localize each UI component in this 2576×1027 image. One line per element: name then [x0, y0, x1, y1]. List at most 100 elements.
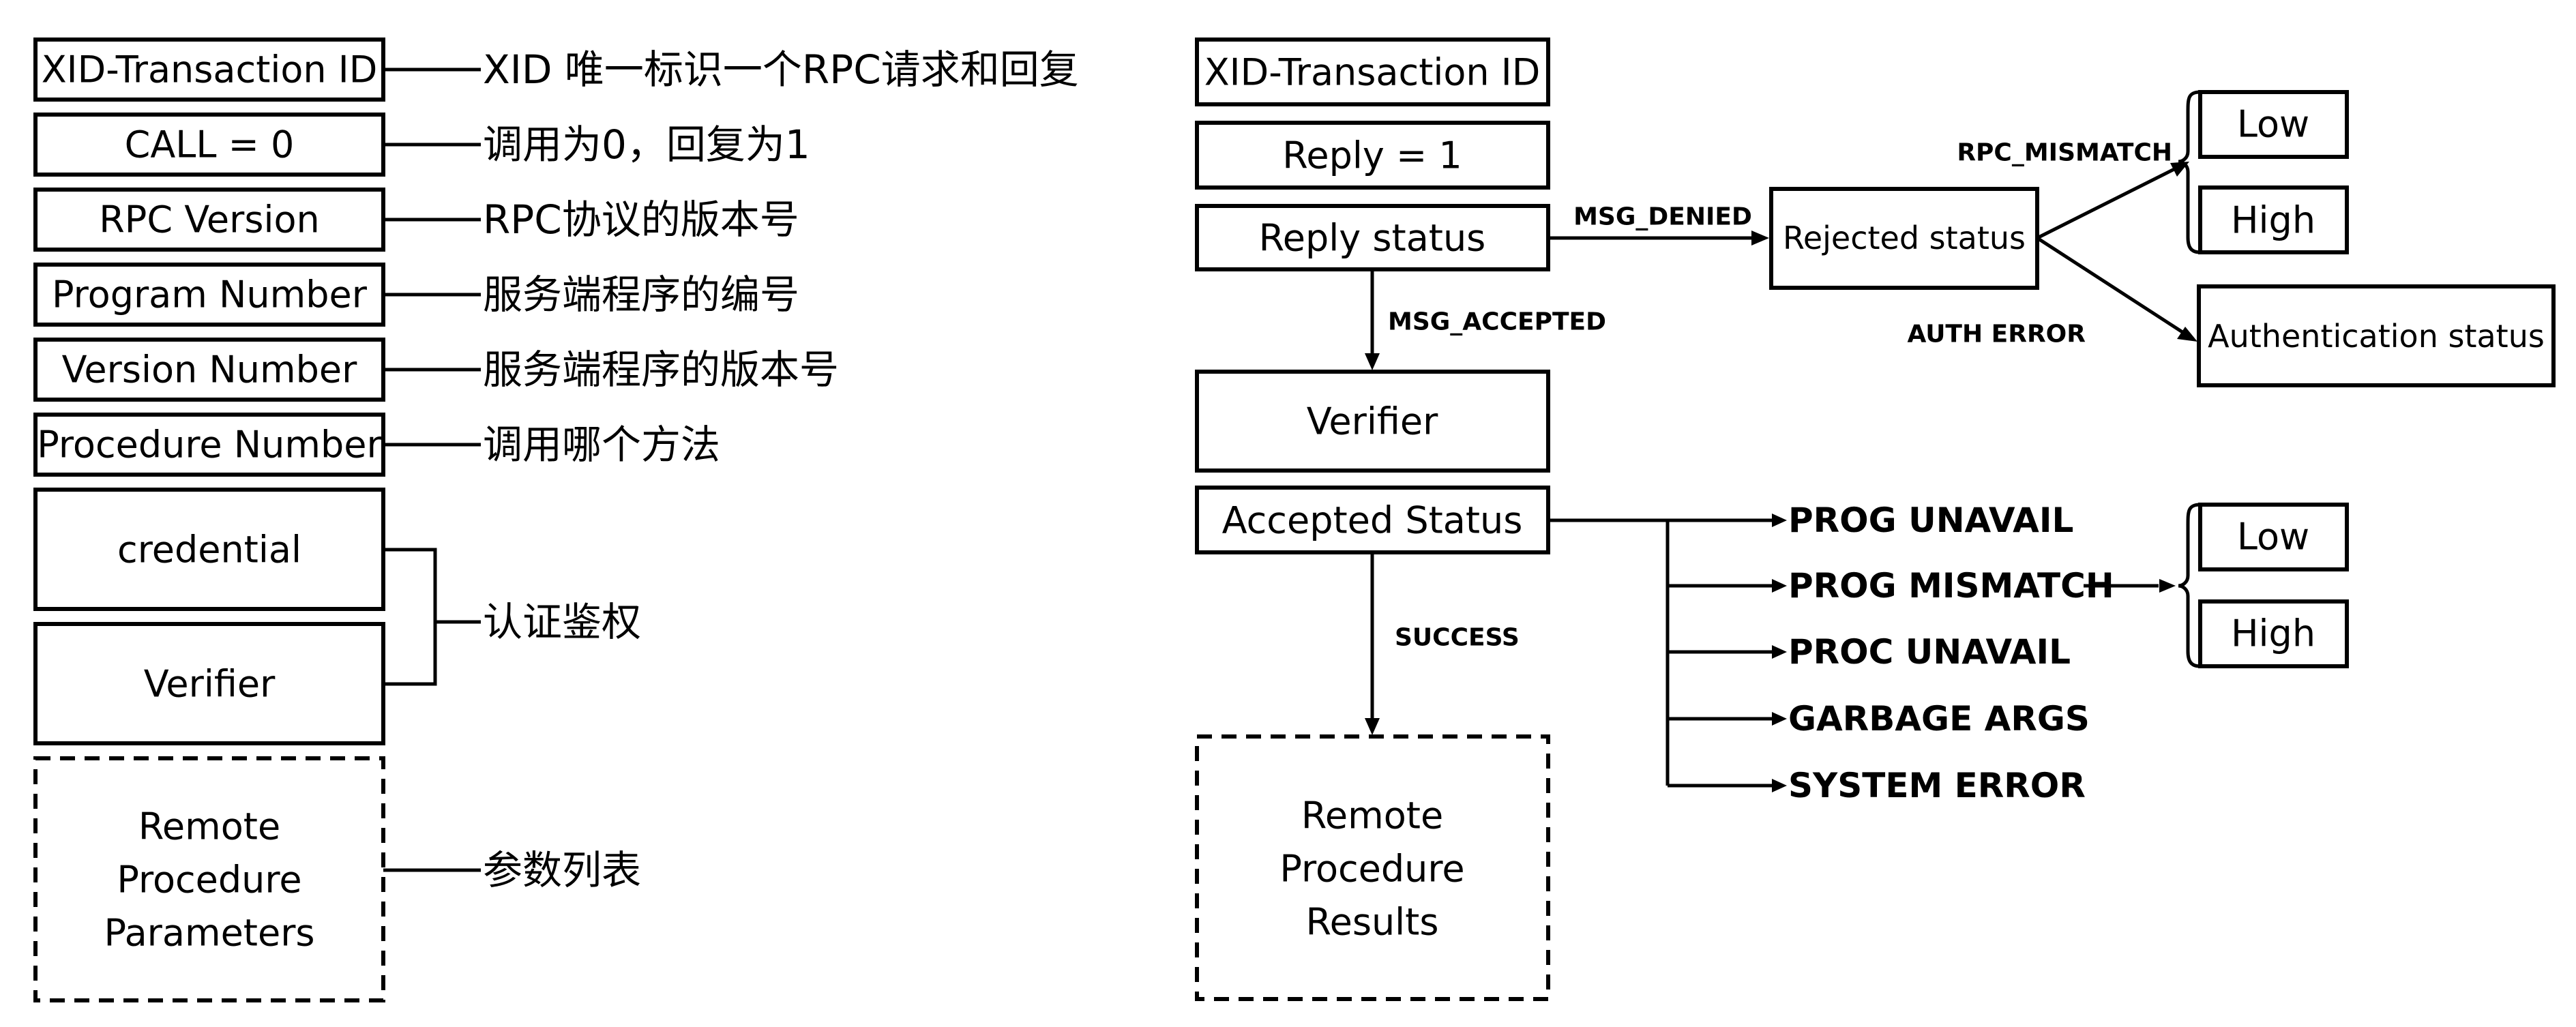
- reply-message: XID-Transaction ID Reply = 1 Reply statu…: [1195, 38, 2556, 1001]
- rpc-mismatch-brace: [2178, 90, 2201, 254]
- msg-denied-branch: MSG_DENIED: [1548, 203, 1769, 245]
- auth-error-label: AUTH ERROR: [1907, 321, 2086, 348]
- rpc-mismatch-branch: RPC_MISMATCH: [1957, 90, 2201, 254]
- prog-mismatch-arrowhead: [2159, 579, 2176, 593]
- call-params-line-1: Remote: [138, 805, 280, 848]
- accept-code-system-error: SYSTEM ERROR: [1788, 766, 2086, 805]
- call-field-procedure-number-label: Procedure Number: [37, 423, 382, 466]
- reply-field-xid-box: [1195, 38, 1550, 106]
- call-field-xid-box: [33, 38, 385, 102]
- reply-field-verifier: Verifier: [1195, 370, 1550, 473]
- prog-mismatch-low-label: Low: [2237, 516, 2309, 559]
- rpc-mismatch-high-box: [2198, 185, 2349, 254]
- prog-mismatch-branch: [2084, 503, 2201, 668]
- auth-error-branch: AUTH ERROR: [1907, 236, 2197, 348]
- reply-field-reply-box: [1195, 121, 1550, 190]
- call-field-verifier-label: Verifier: [144, 663, 276, 706]
- call-field-rpc-version-box: [33, 188, 385, 252]
- reply-field-xid: XID-Transaction ID: [1195, 38, 1550, 106]
- call-field-rpc-version-note: RPC协议的版本号: [483, 196, 799, 243]
- reply-results-line-2: Procedure: [1279, 848, 1464, 891]
- auth-error-arrowhead: [2177, 327, 2197, 342]
- call-field-call-note: 调用为0，回复为1: [483, 121, 810, 168]
- call-field-version-number-label: Version Number: [62, 348, 357, 391]
- call-field-call-box: [33, 113, 385, 177]
- reply-results-line-1: Remote: [1301, 794, 1443, 837]
- call-field-verifier-box: [33, 622, 385, 745]
- msg-denied-arrowhead: [1751, 230, 1769, 245]
- reply-results-box: [1195, 734, 1550, 1001]
- call-field-xid-label: XID-Transaction ID: [42, 48, 378, 91]
- auth-error-arrow-line: [2036, 236, 2184, 334]
- prog-mismatch-low-box: [2198, 503, 2349, 571]
- reply-results: Remote Procedure Results: [1195, 734, 1550, 1001]
- call-field-rpc-version: RPC Version RPC协议的版本号: [33, 188, 799, 252]
- call-field-procedure-number: Procedure Number 调用哪个方法: [33, 413, 720, 477]
- rpc-mismatch-low-box: [2198, 90, 2349, 159]
- call-params-line-2: Procedure: [117, 859, 301, 902]
- accept-codes-tree: PROG UNAVAIL PROG MISMATCH PROC UNAVAIL …: [1548, 501, 2114, 805]
- reply-field-verifier-label: Verifier: [1307, 400, 1438, 443]
- reply-field-status: Reply status: [1195, 204, 1550, 271]
- msg-denied-label: MSG_DENIED: [1573, 203, 1752, 231]
- call-field-program-number-box: [33, 263, 385, 327]
- call-field-program-number: Program Number 服务端程序的编号: [33, 263, 799, 327]
- call-field-version-number-note: 服务端程序的版本号: [483, 346, 839, 393]
- msg-accepted-branch: MSG_ACCEPTED: [1365, 269, 1606, 370]
- auth-bracket: 认证鉴权: [383, 548, 641, 686]
- call-params-line-3: Parameters: [104, 912, 314, 955]
- prog-mismatch-high: High: [2198, 599, 2349, 668]
- authentication-status: Authentication status: [2197, 284, 2556, 387]
- call-field-verifier: Verifier: [33, 622, 385, 745]
- success-branch: SUCCESS: [1365, 552, 1520, 735]
- rpc-mismatch-label: RPC_MISMATCH: [1957, 139, 2172, 167]
- authentication-status-label: Authentication status: [2208, 318, 2545, 355]
- reply-field-status-label: Reply status: [1259, 217, 1486, 260]
- prog-mismatch-high-label: High: [2231, 612, 2315, 655]
- call-params: Remote Procedure Parameters 参数列表: [33, 756, 641, 1002]
- call-params-note: 参数列表: [483, 847, 641, 893]
- call-field-call-label: CALL = 0: [125, 123, 295, 166]
- prog-mismatch-low: Low: [2198, 503, 2349, 571]
- accept-code-proc-unavail: PROC UNAVAIL: [1788, 632, 2071, 672]
- call-field-xid-note: XID 唯一标识一个RPC请求和回复: [483, 46, 1079, 93]
- rejected-status: Rejected status: [1769, 187, 2039, 290]
- rejected-status-label: Rejected status: [1783, 220, 2026, 256]
- accepted-status: Accepted Status: [1195, 486, 1550, 554]
- accept-code-arrowhead-5: [1772, 779, 1787, 792]
- reply-field-reply-label: Reply = 1: [1282, 134, 1462, 177]
- accept-code-arrowhead-2: [1772, 579, 1787, 593]
- msg-accepted-label: MSG_ACCEPTED: [1388, 308, 1606, 336]
- call-field-procedure-number-note: 调用哪个方法: [483, 421, 720, 468]
- rpc-mismatch-low: Low: [2198, 90, 2349, 159]
- call-field-xid: XID-Transaction ID XID 唯一标识一个RPC请求和回复: [33, 38, 1079, 102]
- accept-code-arrowhead-3: [1772, 645, 1787, 659]
- accepted-status-label: Accepted Status: [1222, 499, 1523, 542]
- call-message: XID-Transaction ID XID 唯一标识一个RPC请求和回复 CA…: [33, 38, 1079, 1002]
- call-params-box: [33, 756, 385, 1002]
- call-field-credential-box: [33, 488, 385, 611]
- success-label: SUCCESS: [1395, 624, 1520, 652]
- msg-accepted-arrowhead: [1365, 353, 1380, 370]
- rejected-status-box: [1769, 187, 2039, 290]
- prog-mismatch-high-box: [2198, 599, 2349, 668]
- accept-code-garbage-args: GARBAGE ARGS: [1788, 699, 2090, 739]
- accept-code-prog-unavail: PROG UNAVAIL: [1788, 501, 2073, 540]
- rpc-mismatch-arrow-line: [2036, 167, 2176, 240]
- call-field-version-number: Version Number 服务端程序的版本号: [33, 338, 839, 402]
- prog-mismatch-brace: [2178, 503, 2201, 668]
- auth-bracket-line: [383, 548, 437, 686]
- authentication-status-box: [2197, 284, 2556, 387]
- call-field-rpc-version-label: RPC Version: [99, 198, 320, 241]
- auth-note: 认证鉴权: [483, 599, 641, 645]
- rpc-mismatch-high-label: High: [2231, 199, 2315, 242]
- accept-code-prog-mismatch: PROG MISMATCH: [1788, 566, 2114, 606]
- call-field-credential-label: credential: [117, 529, 301, 571]
- call-field-call: CALL = 0 调用为0，回复为1: [33, 113, 810, 177]
- success-arrowhead: [1365, 718, 1380, 735]
- rpc-mismatch-low-label: Low: [2237, 103, 2309, 146]
- reply-results-line-3: Results: [1306, 901, 1439, 944]
- accept-code-arrowhead-4: [1772, 712, 1787, 726]
- reply-field-verifier-box: [1195, 370, 1550, 473]
